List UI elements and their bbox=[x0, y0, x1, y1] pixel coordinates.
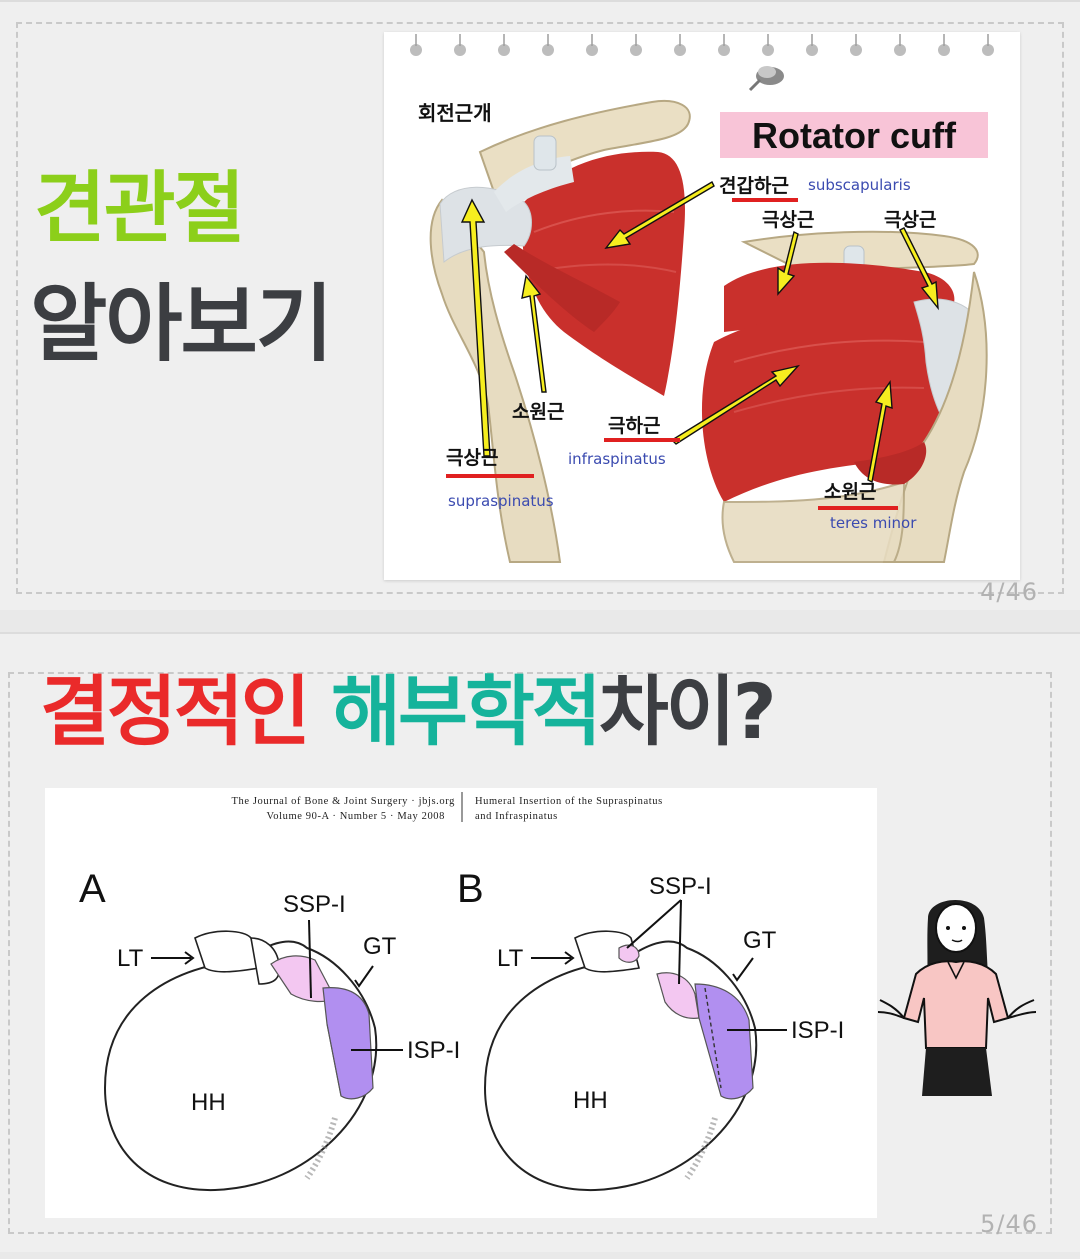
label-gt-b: GT bbox=[743, 927, 777, 954]
headline-teal: 해부학적 bbox=[331, 667, 602, 756]
label-subscapularis-ko: 견갑하근 bbox=[719, 175, 789, 197]
panel-a-label: A bbox=[79, 867, 106, 911]
underline bbox=[604, 438, 680, 442]
slide-frame bbox=[8, 672, 1052, 1234]
label-supraspinatus-left-ko: 극상근 bbox=[446, 447, 498, 469]
right-shoulder-drawing bbox=[701, 230, 988, 563]
slide-title-line2: 알아보기 bbox=[30, 275, 333, 373]
label-ssp-b: SSP-I bbox=[649, 873, 712, 900]
left-shoulder-drawing bbox=[429, 100, 691, 563]
rotator-cuff-illustration: Rotator cuff 회전근개 견갑하근 subscapularis 극상근… bbox=[410, 34, 994, 563]
article-header-line2: and Infraspinatus bbox=[475, 811, 558, 822]
woman-icon bbox=[877, 899, 1037, 1096]
label-isp-b: ISP-I bbox=[791, 1017, 844, 1044]
label-lt-b: LT bbox=[497, 945, 524, 972]
page-number: 5/46 bbox=[980, 1210, 1038, 1238]
label-teres-left-ko: 소원근 bbox=[512, 401, 564, 423]
journal-header-line2: Volume 90-A · Number 5 · May 2008 bbox=[266, 811, 445, 822]
label-teres-minor-en: teres minor bbox=[830, 514, 917, 532]
label-lt-a: LT bbox=[117, 945, 144, 972]
underline bbox=[446, 474, 534, 478]
label-gt-a: GT bbox=[363, 933, 397, 960]
rotator-cuff-figure: Rotator cuff 회전근개 견갑하근 subscapularis 극상근… bbox=[384, 32, 1020, 580]
page-number: 4/46 bbox=[980, 578, 1038, 606]
binding-holes bbox=[410, 34, 994, 56]
label-rotator-cuff-ko: 회전근개 bbox=[418, 101, 492, 125]
underline bbox=[732, 198, 798, 202]
banner-text: Rotator cuff bbox=[752, 115, 957, 156]
label-infraspinatus-en: infraspinatus bbox=[568, 450, 666, 468]
headline-dark: 차이? bbox=[598, 667, 777, 756]
jbjs-figure: The Journal of Bone & Joint Surgery · jb… bbox=[45, 788, 877, 1218]
slide-frame bbox=[16, 22, 1064, 594]
shrugging-woman-illustration bbox=[868, 888, 1048, 1098]
label-isp-a: ISP-I bbox=[407, 1037, 460, 1064]
label-supraspinatus-right-ko: 극상근 bbox=[762, 209, 814, 231]
humeral-insertion-illustration: The Journal of Bone & Joint Surgery · jb… bbox=[79, 792, 844, 1192]
headline-red: 결정적인 bbox=[40, 667, 332, 756]
label-supraspinatus-en: supraspinatus bbox=[448, 492, 554, 510]
label-subscapularis-en: subscapularis bbox=[808, 176, 911, 194]
underline bbox=[818, 506, 898, 510]
label-infraspinatus-ko: 극하근 bbox=[608, 415, 660, 437]
slide-5: 결정적인 해부학적차이? The Journal of Bone & Joint… bbox=[0, 632, 1080, 1252]
slide-4: 견관절 알아보기 bbox=[0, 0, 1080, 610]
label-teres-right-ko: 소원근 bbox=[824, 481, 876, 503]
journal-header-line1: The Journal of Bone & Joint Surgery · jb… bbox=[232, 796, 456, 807]
label-ssp-a: SSP-I bbox=[283, 891, 346, 918]
label-hh-b: HH bbox=[573, 1087, 608, 1114]
rotator-cuff-banner bbox=[720, 112, 988, 158]
panel-b-label: B bbox=[457, 867, 484, 911]
annotation-arrows bbox=[460, 181, 939, 484]
pushpin-icon bbox=[748, 66, 784, 92]
panel-a: A SSP-I GT LT ISP-I HH bbox=[79, 867, 460, 1192]
article-header-line1: Humeral Insertion of the Supraspinatus bbox=[475, 796, 663, 807]
label-hh-a: HH bbox=[191, 1089, 226, 1116]
slide-headline: 결정적인 해부학적차이? bbox=[40, 674, 777, 750]
panel-b: B SSP-I GT LT ISP-I HH bbox=[457, 867, 844, 1192]
slide-title-line1: 견관절 bbox=[34, 164, 245, 254]
label-supraspinatus-right2-ko: 극상근 bbox=[884, 209, 936, 231]
